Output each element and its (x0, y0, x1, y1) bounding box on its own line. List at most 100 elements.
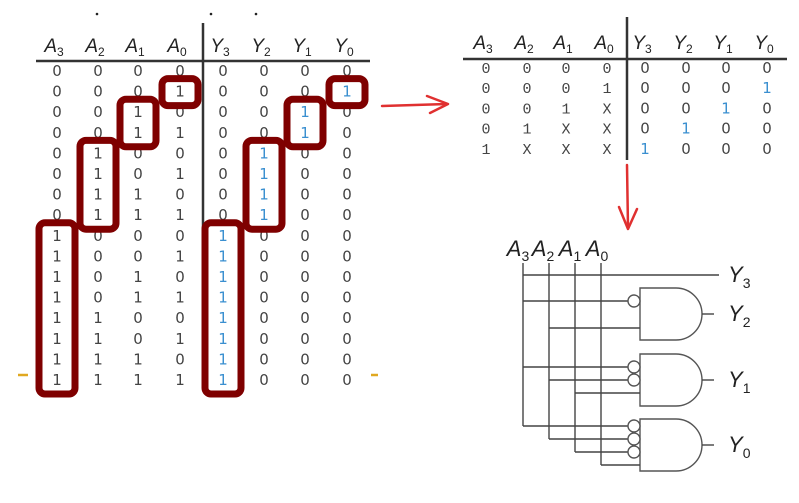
output-cell: 0 (300, 227, 310, 245)
input-cell: 1 (93, 165, 103, 183)
output-cell: 0 (218, 186, 228, 204)
output-cell: 1 (218, 309, 228, 327)
input-cell: 1 (52, 371, 62, 389)
column-header-a3: A3 (472, 33, 493, 56)
input-cell: 1 (175, 83, 185, 101)
output-cell: 1 (259, 186, 269, 204)
output-cell: 0 (218, 144, 228, 162)
input-cell: 1 (52, 247, 62, 265)
output-cell: 0 (342, 227, 352, 245)
output-cell: 1 (259, 144, 269, 162)
output-cell: 0 (681, 59, 691, 77)
output-cell: 1 (218, 371, 228, 389)
inverter-bubble (627, 360, 641, 374)
input-cell: 1 (175, 330, 185, 348)
output-cell: 0 (721, 59, 731, 77)
input-cell: 1 (52, 350, 62, 368)
circuit-input-a3: A3 (505, 236, 530, 264)
and-gate-y2 (639, 287, 703, 341)
column-header-a1: A1 (552, 33, 573, 56)
stray-marks (95, 12, 258, 16)
input-cell: 1 (175, 165, 185, 183)
output-cell: 0 (218, 206, 228, 224)
input-cell: 0 (481, 61, 490, 78)
output-cell: 0 (721, 120, 731, 138)
input-cell: 1 (133, 124, 143, 142)
input-cell: 0 (52, 103, 62, 121)
output-highlight-box (325, 75, 369, 110)
output-cell: 1 (218, 289, 228, 307)
output-cell: 0 (259, 227, 269, 245)
output-cell: 0 (300, 330, 310, 348)
input-cell: 0 (133, 144, 143, 162)
output-cell: 0 (218, 165, 228, 183)
input-cell: 1 (133, 289, 143, 307)
output-cell: 0 (300, 83, 310, 101)
output-cell: 0 (342, 124, 352, 142)
output-cell: 0 (640, 120, 650, 138)
inverter-bubble (627, 445, 641, 459)
input-cell: 0 (522, 61, 531, 78)
output-cell: 1 (218, 330, 228, 348)
output-cell: 0 (342, 268, 352, 286)
output-cell: 0 (300, 309, 310, 327)
input-cell: 0 (133, 227, 143, 245)
output-cell: 0 (342, 165, 352, 183)
column-header-y2: Y2 (673, 33, 693, 56)
output-cell: 0 (300, 247, 310, 265)
input-cell: 0 (133, 83, 143, 101)
output-cell: 0 (681, 99, 691, 117)
input-cell: 0 (52, 62, 62, 80)
output-cell: 1 (762, 79, 772, 97)
output-cell: 0 (342, 103, 352, 121)
input-cell: 1 (175, 206, 185, 224)
output-cell: 0 (259, 309, 269, 327)
output-cell: 0 (259, 124, 269, 142)
input-cell: 0 (561, 81, 570, 98)
input-cell: 0 (93, 83, 103, 101)
input-cell: X (561, 122, 570, 139)
and-gate-y1 (639, 353, 703, 407)
output-cell: 0 (218, 124, 228, 142)
output-cell: 0 (681, 140, 691, 158)
arrow-down-icon (617, 163, 639, 231)
output-cell: 0 (342, 144, 352, 162)
input-highlight-box (76, 136, 120, 233)
input-cell: 0 (133, 330, 143, 348)
output-cell: 1 (721, 99, 731, 117)
column-header-y3: Y3 (210, 36, 230, 59)
output-cell: 0 (300, 186, 310, 204)
input-cell: 1 (52, 289, 62, 307)
input-cell: 0 (175, 144, 185, 162)
input-cell: 0 (93, 124, 103, 142)
output-cell: 0 (300, 165, 310, 183)
output-cell: 0 (342, 371, 352, 389)
column-header-y1: Y1 (292, 36, 312, 59)
input-cell: 1 (133, 350, 143, 368)
output-cell: 1 (218, 227, 228, 245)
input-cell: 0 (175, 268, 185, 286)
output-cell: 0 (342, 206, 352, 224)
column-header-a3: A3 (43, 36, 64, 59)
input-cell: 0 (133, 62, 143, 80)
output-cell: 0 (762, 99, 772, 117)
output-cell: 0 (300, 268, 310, 286)
circuit-output-y1: Y1 (728, 367, 751, 396)
inverter-bubble (627, 419, 641, 433)
output-cell: 0 (300, 144, 310, 162)
input-cell: 1 (522, 122, 531, 139)
output-cell: 0 (259, 330, 269, 348)
output-cell: 0 (300, 350, 310, 368)
input-highlight-box (158, 75, 202, 110)
input-cell: 1 (93, 330, 103, 348)
output-cell: 1 (342, 83, 352, 101)
